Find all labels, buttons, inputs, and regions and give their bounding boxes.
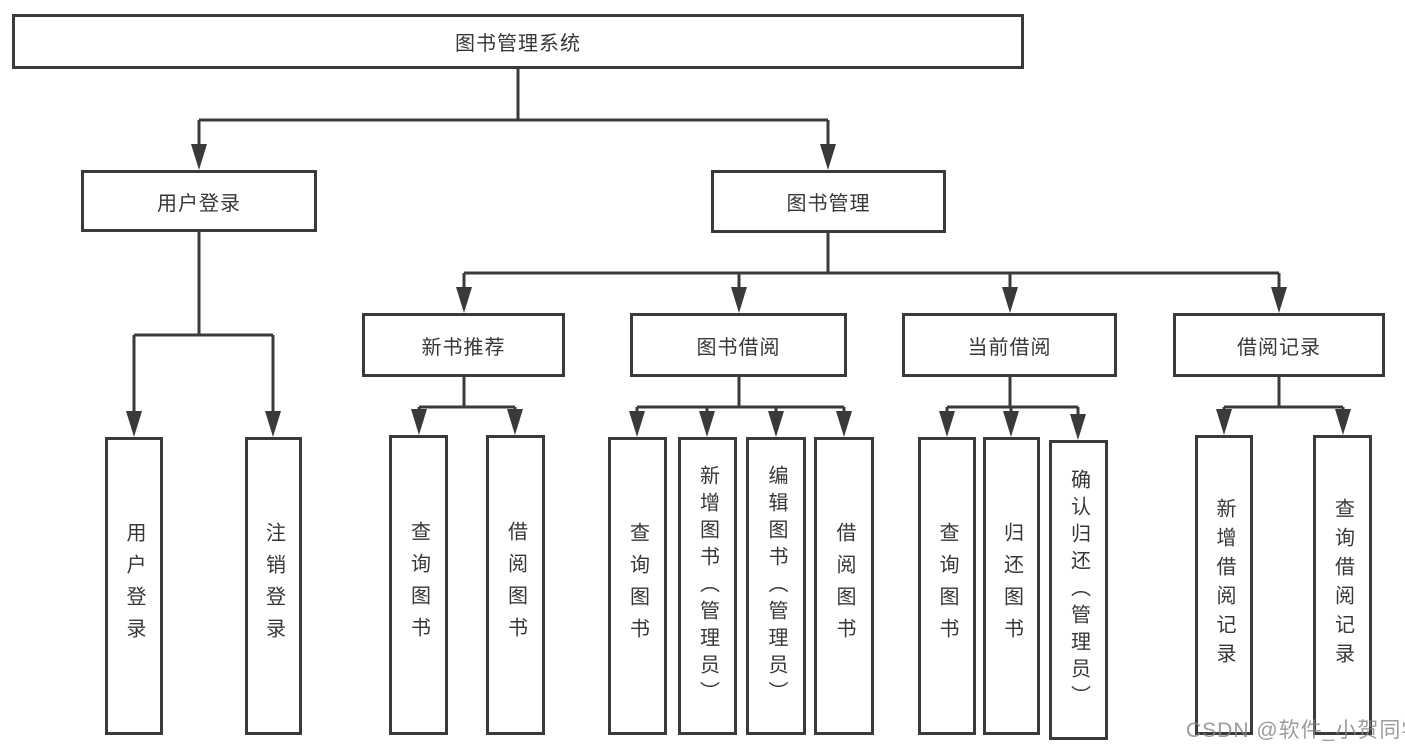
leaf-add-book-admin: 新增图书（管理员） — [678, 437, 737, 735]
arrowhead-icon — [507, 409, 523, 435]
arrowhead-icon — [836, 411, 852, 437]
leaf-user-login: 用户登录 — [105, 437, 163, 735]
leaf-query-books-borrow-label: 查询图书 — [626, 522, 649, 650]
arrowhead-icon — [1003, 411, 1019, 437]
leaf-add-borrow-record-label: 新增借阅记录 — [1213, 498, 1235, 672]
leaf-borrow-books-recommend: 借阅图书 — [486, 435, 545, 735]
arrowhead-icon — [456, 287, 472, 313]
arrowhead-icon — [939, 411, 955, 437]
arrowhead-icon — [265, 411, 281, 437]
leaf-query-borrow-record-label: 查询借阅记录 — [1331, 498, 1354, 672]
node-root-system: 图书管理系统 — [12, 14, 1024, 69]
leaf-borrow-books-recommend-label: 借阅图书 — [504, 521, 527, 649]
node-current-borrow: 当前借阅 — [902, 313, 1117, 377]
arrowhead-group — [126, 144, 1351, 440]
leaf-query-books-recommend-label: 查询图书 — [407, 521, 430, 649]
arrowhead-icon — [126, 411, 142, 437]
leaf-query-borrow-record: 查询借阅记录 — [1313, 435, 1372, 735]
leaf-return-book-label: 归还图书 — [1000, 522, 1023, 650]
node-book-management: 图书管理 — [711, 170, 946, 233]
node-borrow-records-label: 借阅记录 — [1237, 336, 1321, 359]
node-new-book-recommend: 新书推荐 — [362, 313, 565, 377]
leaf-add-borrow-record: 新增借阅记录 — [1195, 435, 1253, 735]
leaf-borrow-books: 借阅图书 — [814, 437, 874, 735]
node-current-borrow-label: 当前借阅 — [967, 336, 1052, 359]
leaf-return-book: 归还图书 — [983, 437, 1040, 735]
leaf-logout: 注销登录 — [245, 437, 302, 735]
node-book-borrow: 图书借阅 — [630, 313, 847, 377]
node-borrow-records: 借阅记录 — [1173, 313, 1385, 377]
arrowhead-icon — [191, 144, 207, 170]
node-user-login: 用户登录 — [81, 170, 317, 232]
leaf-query-books-borrow: 查询图书 — [608, 437, 667, 735]
arrowhead-icon — [1335, 409, 1351, 435]
node-new-book-recommend-label: 新书推荐 — [421, 336, 506, 359]
leaf-borrow-books-label: 借阅图书 — [833, 522, 855, 650]
arrowhead-icon — [629, 411, 645, 437]
leaf-confirm-return-admin: 确认归还（管理员） — [1049, 440, 1108, 740]
node-book-management-label: 图书管理 — [786, 193, 871, 215]
arrowhead-icon — [768, 411, 784, 437]
arrowhead-icon — [411, 409, 427, 435]
csdn-watermark: CSDN @软件_小贺同学 — [1186, 719, 1405, 742]
leaf-confirm-return-admin-label: 确认归还（管理员） — [1067, 468, 1090, 712]
arrowhead-icon — [1216, 409, 1232, 435]
arrowhead-icon — [1271, 287, 1287, 313]
node-book-borrow-label: 图书借阅 — [696, 336, 781, 359]
arrowhead-icon — [1002, 287, 1018, 313]
arrowhead-icon — [820, 144, 836, 170]
leaf-user-login-label: 用户登录 — [123, 522, 145, 650]
node-root-label: 图书管理系统 — [455, 33, 581, 55]
arrowhead-icon — [699, 411, 715, 437]
leaf-add-book-admin-label: 新增图书（管理员） — [696, 464, 719, 708]
leaf-query-books-recommend: 查询图书 — [389, 435, 448, 735]
leaf-logout-label: 注销登录 — [262, 522, 285, 650]
leaf-query-books-current-label: 查询图书 — [936, 522, 958, 650]
leaf-edit-book-admin: 编辑图书（管理员） — [746, 437, 806, 735]
leaf-edit-book-admin-label: 编辑图书（管理员） — [765, 464, 787, 708]
arrowhead-icon — [1070, 414, 1086, 440]
node-user-login-label: 用户登录 — [157, 192, 241, 215]
leaf-query-books-current: 查询图书 — [918, 437, 976, 735]
arrowhead-icon — [731, 287, 747, 313]
